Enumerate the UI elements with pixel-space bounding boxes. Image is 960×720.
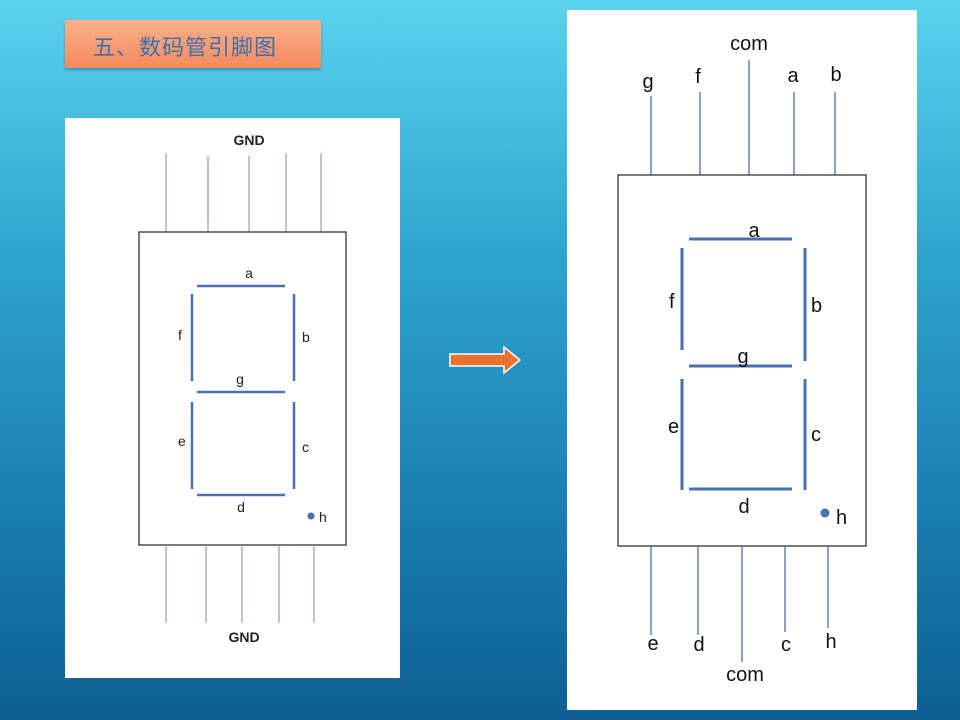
right-bottom-label-e: e (647, 633, 658, 655)
right-seven-segment-diagram: g f com a b a b c d e f g h (617, 33, 867, 686)
left-label-c: c (302, 439, 309, 455)
right-top-pins (650, 60, 836, 175)
right-top-label-com: com (730, 33, 768, 55)
right-label-a: a (748, 220, 760, 242)
title-banner: 五、数码管引脚图 (65, 20, 321, 68)
right-label-f: f (669, 291, 675, 313)
right-bottom-label-h: h (825, 631, 836, 653)
page-title: 五、数码管引脚图 (93, 36, 278, 61)
left-bottom-gnd-label: GND (228, 629, 259, 645)
right-top-label-g: g (642, 71, 653, 93)
left-label-d: d (237, 499, 245, 515)
right-label-e: e (668, 416, 679, 438)
left-label-h: h (319, 509, 327, 525)
left-label-g: g (236, 371, 244, 387)
right-bottom-pins (650, 546, 829, 662)
left-seven-segment-diagram: GND a b c d e f g h GND (138, 132, 347, 645)
right-label-b: b (811, 295, 822, 317)
left-label-a: a (245, 265, 253, 281)
right-top-label-f: f (695, 66, 701, 88)
left-label-e: e (178, 433, 186, 449)
left-label-b: b (302, 329, 310, 345)
right-bottom-label-d: d (693, 634, 704, 656)
left-top-gnd-label: GND (233, 132, 264, 148)
right-label-g: g (737, 346, 748, 368)
right-label-h: h (836, 507, 847, 529)
left-segments (190, 284, 296, 497)
right-label-d: d (738, 496, 749, 518)
right-diagram-panel: g f com a b a b c d e f g h (567, 10, 917, 710)
left-decimal-point (307, 512, 315, 520)
left-bottom-pins (165, 545, 315, 623)
right-top-label-b: b (830, 64, 841, 86)
right-bottom-label-com: com (726, 664, 764, 686)
left-diagram-panel: GND a b c d e f g h GND (65, 118, 400, 678)
right-label-c: c (811, 424, 821, 446)
right-segments (680, 237, 807, 491)
right-decimal-point (820, 508, 830, 518)
right-bottom-label-c: c (781, 634, 791, 656)
right-top-label-a: a (787, 65, 799, 87)
left-label-f: f (178, 327, 182, 343)
right-arrow-icon (449, 345, 522, 375)
left-top-pins (165, 153, 322, 232)
